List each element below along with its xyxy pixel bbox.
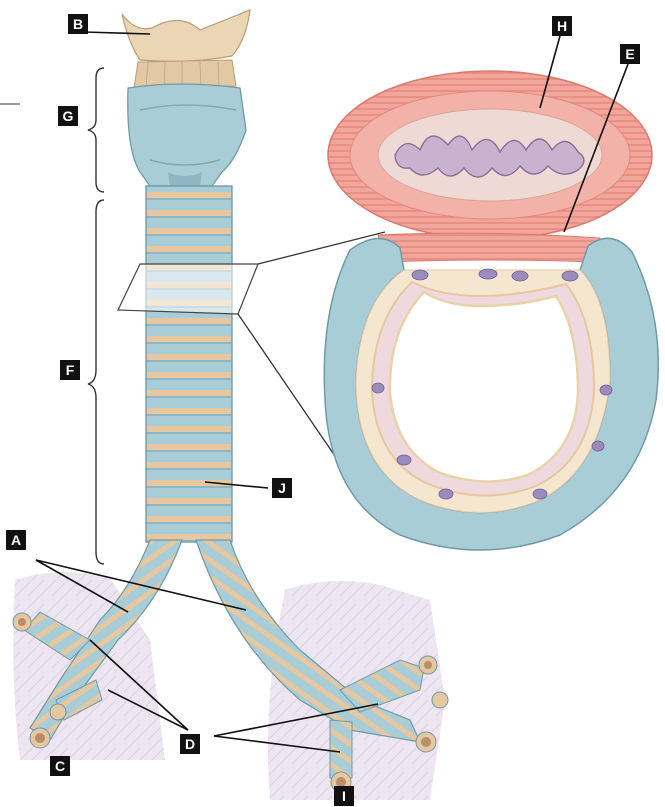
hyoid-epiglottis [121,9,251,89]
esophagus-cross-section [327,70,653,240]
svg-text:E: E [625,46,634,62]
svg-text:A: A [11,532,21,548]
svg-text:B: B [73,16,83,32]
trachea [145,185,233,543]
svg-text:J: J [278,480,286,496]
svg-text:G: G [63,108,74,124]
label-d: D [180,734,200,754]
trachea-cross-section [323,237,660,551]
svg-text:D: D [185,736,195,752]
svg-text:I: I [342,788,346,804]
label-c: C [50,756,70,776]
label-b: B [68,14,88,34]
larynx [127,83,247,187]
label-f: F [60,360,80,380]
label-i: I [334,786,354,806]
svg-text:F: F [66,362,75,378]
svg-text:C: C [55,758,65,774]
section-plane [117,231,386,479]
leader-lines [35,31,629,753]
left-main-bronchus [12,539,183,749]
label-e: E [620,44,640,64]
label-a: A [6,530,26,550]
label-g: G [58,106,78,126]
brace-trachea [87,199,105,565]
trachealis-muscle [377,232,601,263]
label-j: J [272,478,292,498]
right-main-bronchus [195,539,449,793]
label-h: H [552,16,572,36]
brace-larynx [87,67,105,193]
svg-text:H: H [557,18,567,34]
